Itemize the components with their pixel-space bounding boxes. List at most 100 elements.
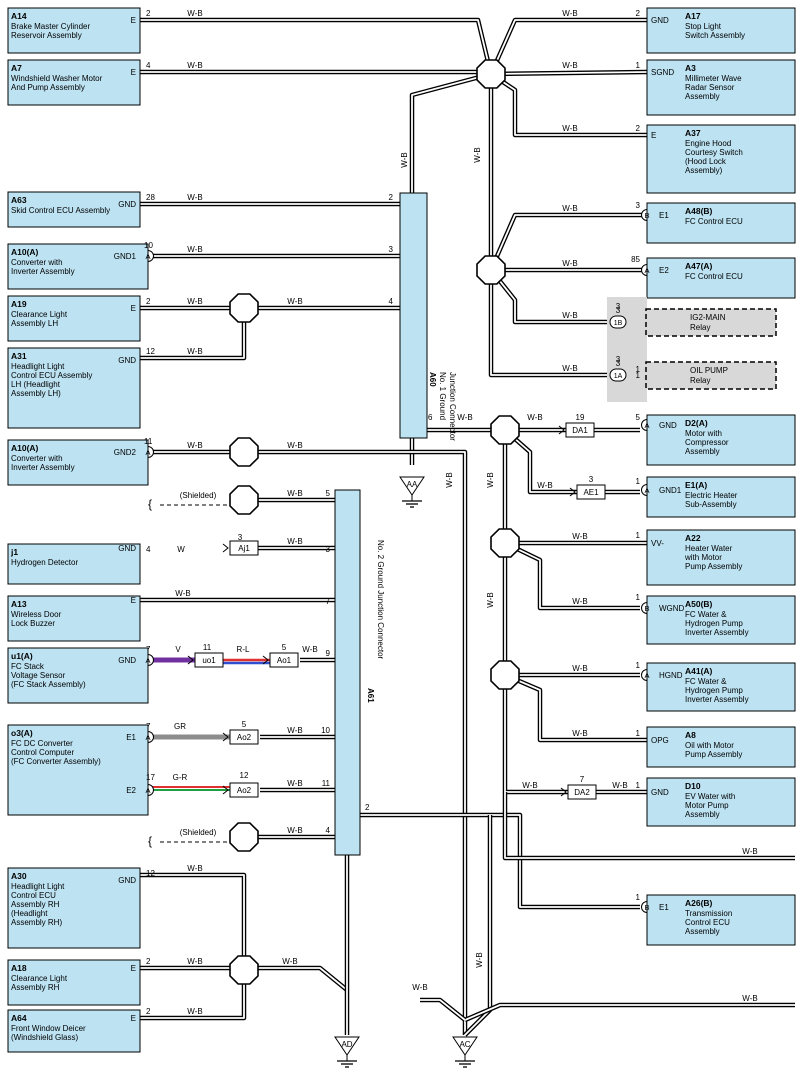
component-box: [7, 7, 141, 54]
pin-number: 4: [146, 545, 151, 554]
inline-connector-label: Aj1: [238, 544, 250, 553]
pin-number: 1: [636, 593, 641, 602]
component-name: Hydrogen Pump: [685, 686, 743, 695]
pin-number: 7: [580, 775, 585, 784]
pin-number: 9: [326, 649, 331, 658]
component-box: [646, 726, 796, 768]
junction-connector-id: A60: [428, 372, 437, 387]
component-id: u1(A): [11, 651, 33, 661]
component-id: A10(A): [11, 443, 39, 453]
connector-letter-text: A: [145, 656, 150, 665]
pin-number: 1: [636, 661, 641, 670]
junction-connector-a61: [334, 489, 361, 856]
wire-inner: [504, 792, 795, 859]
pin-number: 1: [636, 371, 641, 380]
component-id: A8: [685, 730, 696, 740]
connector-arrow: [222, 543, 229, 553]
pin-number: 3: [636, 201, 641, 210]
pin-number: 3: [616, 355, 621, 364]
component-id: A64: [11, 1013, 27, 1023]
pin-number: 3: [326, 545, 331, 554]
component-name: FC Control ECU: [685, 272, 743, 281]
terminal-name: E1: [126, 733, 136, 742]
wire-color-label: W-B: [572, 729, 587, 738]
terminal-name: E: [131, 304, 136, 313]
component-name: Assembly: [685, 92, 720, 101]
wire-outer: [148, 449, 468, 1035]
wire-inner: [490, 269, 610, 323]
ground-symbol: [452, 1036, 478, 1056]
wire-color-label: W-B: [572, 532, 587, 541]
component-box: [646, 59, 796, 116]
connector-arrow: [558, 425, 565, 435]
inline-connector-label: DA1: [572, 426, 588, 435]
splice-point: [229, 437, 259, 467]
inline-connector-label: AE1: [583, 488, 599, 497]
component-name: Courtesy Switch: [685, 148, 743, 157]
component-name: Sub-Assembly: [685, 500, 737, 509]
wire-inner: [355, 814, 640, 908]
wire-color-label: W-B: [527, 413, 542, 422]
pin-number: 19: [576, 413, 585, 422]
pin-number: 11: [144, 437, 153, 446]
wire-outer: [489, 268, 610, 325]
junction-connector-a60: [399, 192, 428, 439]
component-name: Clearance Light: [11, 310, 68, 319]
terminal-name: HGND: [659, 671, 683, 680]
terminal-name: E: [131, 964, 136, 973]
relay-name: Relay: [690, 323, 710, 332]
wire-inner: [140, 967, 348, 991]
wire-color-label: (Shielded): [180, 491, 217, 500]
wire-color-label: W-B: [187, 245, 202, 254]
relay-shade: [607, 297, 647, 402]
ground-label: AD: [341, 1040, 352, 1049]
wire-color-label: W-B: [287, 489, 302, 498]
terminal-name: E2: [659, 266, 669, 275]
terminal-name: E2: [126, 786, 136, 795]
terminal-name: GND: [118, 356, 136, 365]
component-name: Wireless Door: [11, 610, 62, 619]
wire-color-label: W-B: [742, 847, 757, 856]
wire-inner: [420, 999, 466, 1021]
terminal-name: E1: [659, 211, 669, 220]
component-box: [7, 243, 149, 290]
component-name: Stop Light: [685, 22, 722, 31]
connector-arrow: [262, 655, 269, 665]
component-name: Headlight Light: [11, 362, 65, 371]
terminal-name: GND: [659, 421, 677, 430]
wire-color-label: W-B: [572, 597, 587, 606]
splice-point: [490, 660, 520, 690]
wire-color-label: W-B: [400, 152, 409, 167]
component-name: Skid Control ECU Assembly: [11, 206, 110, 215]
component-name: FC Water &: [685, 677, 727, 686]
component-name: (FC Converter Assembly): [11, 757, 101, 766]
terminal-name: GND: [118, 656, 136, 665]
component-box: [7, 595, 141, 642]
component-id: j1: [10, 547, 18, 557]
pin-number: 10: [321, 726, 330, 735]
wire-color-label: W-B: [562, 124, 577, 133]
junction-connector-name: No. 1 Ground: [438, 372, 447, 420]
wire-outer: [464, 1002, 795, 1023]
component-id: A7: [11, 63, 22, 73]
component-name: Transmission: [685, 909, 732, 918]
pin-number: 2: [636, 9, 641, 18]
pin-number: 4: [326, 826, 331, 835]
component-name: FC Stack: [11, 662, 45, 671]
component-id: A13: [11, 599, 27, 609]
terminal-name: GND2: [114, 448, 137, 457]
pin-number: 6: [428, 413, 433, 422]
wire-color-label: W-B: [562, 9, 577, 18]
wires: [140, 17, 795, 1037]
inline-connector: [194, 652, 224, 668]
component-box: [7, 439, 149, 486]
terminal-name: GND: [651, 16, 669, 25]
shield-brace: {: [148, 497, 152, 511]
splice-point: [490, 415, 520, 445]
pin-number: 1: [636, 531, 641, 540]
wire-inner: [140, 970, 245, 1019]
component-id: o3(A): [11, 728, 33, 738]
wire-inner: [140, 308, 245, 359]
terminal-name: GND: [118, 876, 136, 885]
wire-inner: [490, 19, 647, 75]
